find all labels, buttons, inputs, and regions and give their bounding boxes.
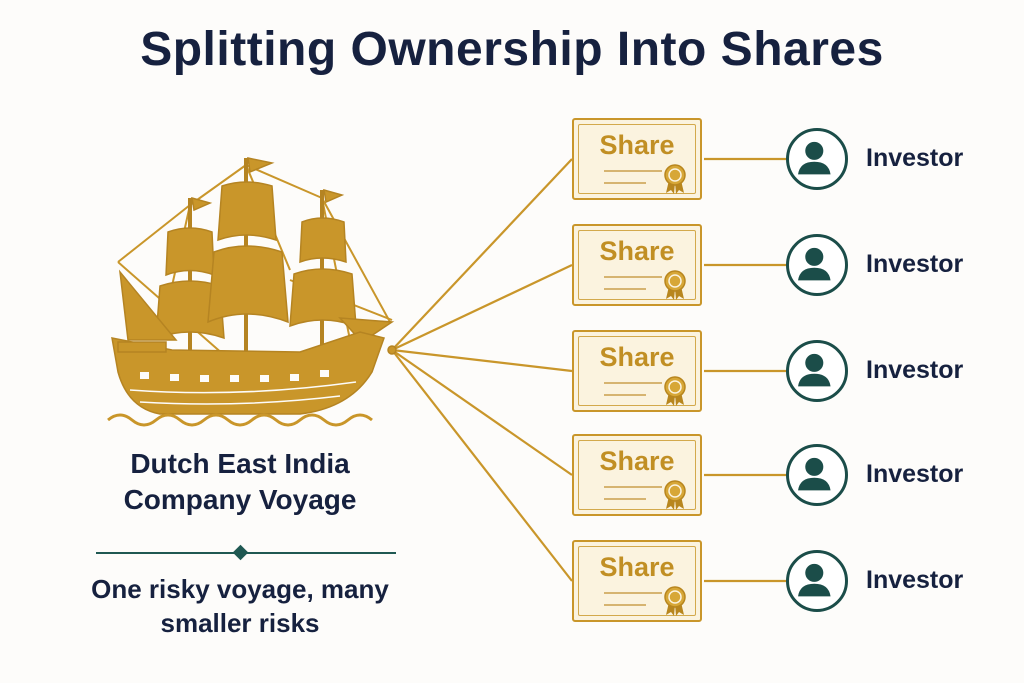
share-certificate: Share: [572, 434, 702, 516]
share-text-line: [604, 394, 646, 396]
award-seal-icon: [662, 270, 688, 300]
share-text-line: [604, 382, 662, 384]
person-icon: [786, 550, 848, 612]
share-label: Share: [599, 236, 675, 266]
award-seal-icon: [662, 376, 688, 406]
share-text-line: [604, 276, 662, 278]
share-certificate: Share: [572, 118, 702, 200]
share-certificate: Share: [572, 330, 702, 412]
ship-share-connector: [391, 349, 573, 582]
ship-share-connector: [391, 158, 573, 351]
investor-label: Investor: [866, 460, 964, 488]
share-text-line: [604, 288, 646, 290]
ship-label: Dutch East India Company Voyage: [123, 448, 357, 515]
ship-to-share-connectors: [391, 158, 573, 582]
share-label: Share: [599, 130, 675, 160]
award-seal-icon: [662, 480, 688, 510]
ship-share-connector: [391, 349, 573, 476]
share-text-line: [604, 592, 662, 594]
sailing-ship-icon: [107, 157, 397, 427]
ship-share-connector: [391, 348, 573, 373]
investor-label: Investor: [866, 250, 964, 278]
share-text-line: [604, 498, 646, 500]
share-to-investor-connectors: [704, 157, 786, 583]
investor-label: Investor: [866, 144, 964, 172]
investor-label: Investor: [866, 566, 964, 594]
person-icon: [786, 444, 848, 506]
tagline: One risky voyage, many smaller risks: [91, 574, 389, 638]
ship-share-connector: [391, 264, 573, 351]
share-text-line: [604, 170, 662, 172]
share-label: Share: [599, 552, 675, 582]
investor-label: Investor: [866, 356, 964, 384]
award-seal-icon: [662, 586, 688, 616]
award-seal-icon: [662, 164, 688, 194]
person-icon: [786, 128, 848, 190]
share-text-line: [604, 486, 662, 488]
share-text-line: [604, 604, 646, 606]
page-title: Splitting Ownership Into Shares: [140, 23, 884, 76]
share-certificate: Share: [572, 540, 702, 622]
share-label: Share: [599, 342, 675, 372]
share-label: Share: [599, 446, 675, 476]
share-certificate: Share: [572, 224, 702, 306]
share-text-line: [604, 182, 646, 184]
person-icon: [786, 234, 848, 296]
person-icon: [786, 340, 848, 402]
